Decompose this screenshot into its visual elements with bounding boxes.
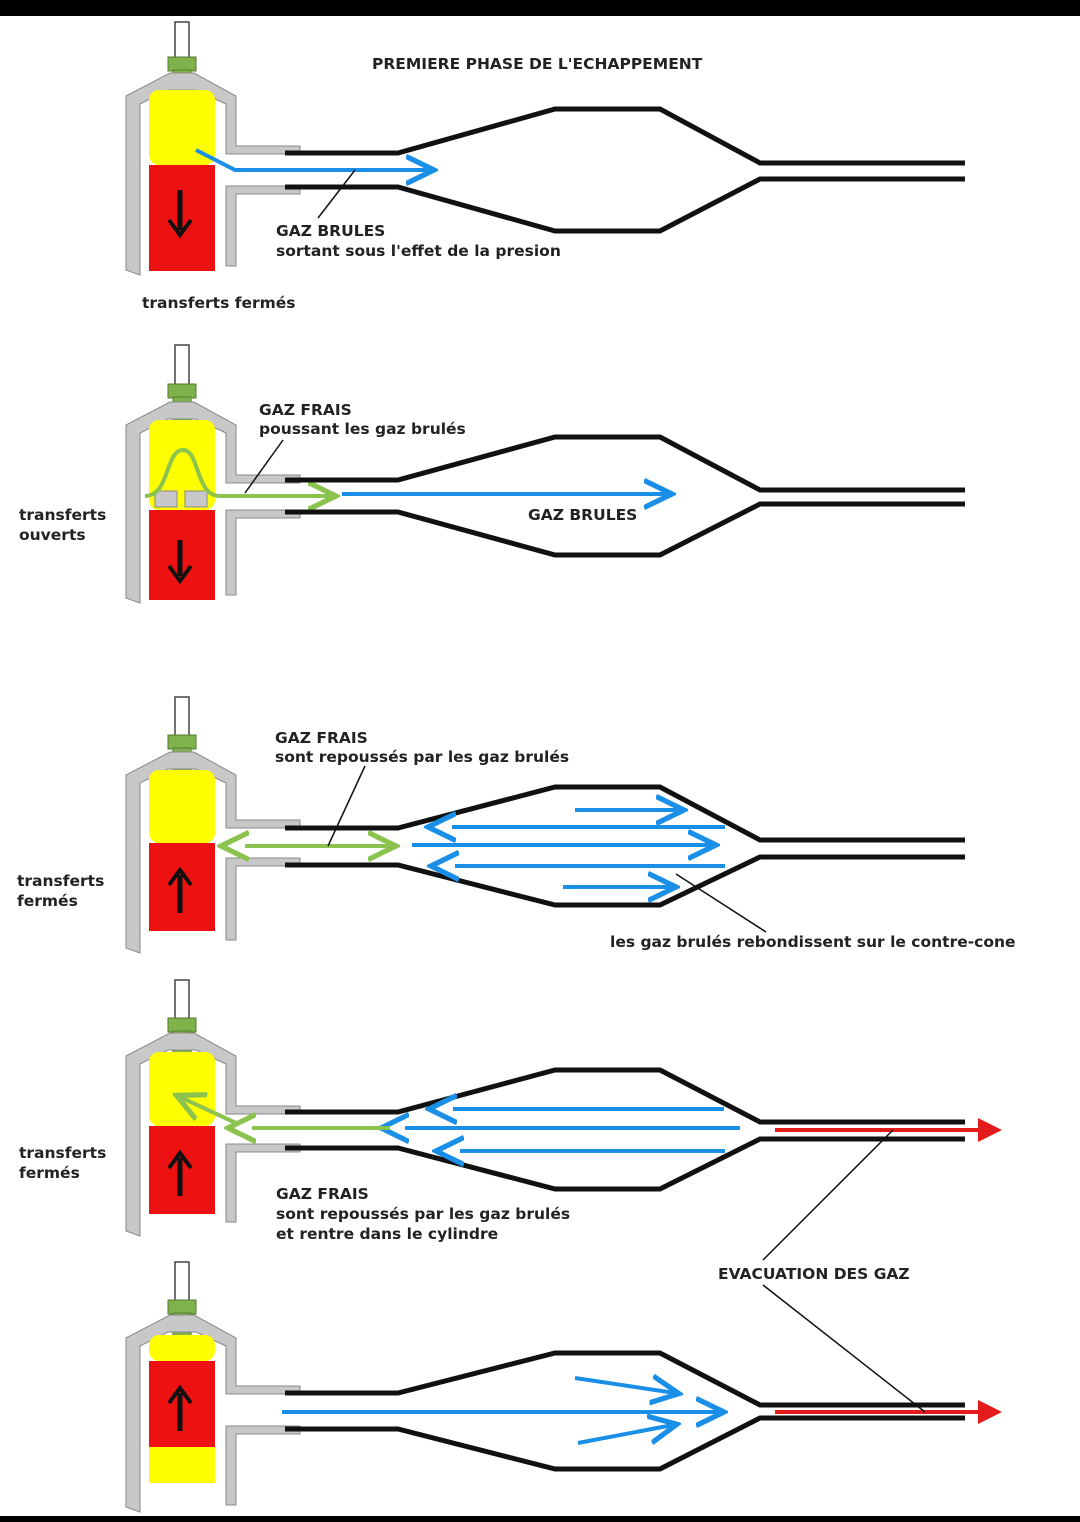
- label-gaz-brules-desc: sortant sous l'effet de la presion: [276, 242, 561, 260]
- transfer-state-label-2: ouverts: [19, 526, 86, 544]
- leader-line: [675, 873, 767, 933]
- label-gaz-frais-desc: sont repoussés par les gaz brulés: [276, 1205, 570, 1223]
- transfer-state-label-2: fermés: [19, 1164, 80, 1182]
- cylinder-wall: [125, 1314, 301, 1513]
- combustion-chamber: [149, 770, 215, 843]
- panel-phase-5: [125, 1261, 1002, 1513]
- cylinder-wall: [125, 751, 301, 954]
- piston-arrow-up: [167, 866, 193, 913]
- combustion-chamber: [149, 1052, 215, 1126]
- transfer-state-label: transferts fermés: [142, 294, 296, 312]
- transfer-port-right: [184, 490, 208, 508]
- label-gaz-frais-desc-2: et rentre dans le cylindre: [276, 1225, 498, 1243]
- label-gaz-brules: GAZ BRULES: [276, 222, 385, 240]
- cylinder-wall-lower: [225, 1425, 301, 1506]
- panel-phase-2: GAZ FRAIS poussant les gaz brulés GAZ BR…: [19, 344, 965, 604]
- cylinder-wall: [125, 72, 301, 276]
- leader-line: [762, 1284, 926, 1413]
- burnt-gas-arrow: [195, 148, 430, 170]
- panel-phase-3: GAZ FRAIS sont repoussés par les gaz bru…: [17, 696, 1016, 954]
- leader-line: [762, 1129, 894, 1261]
- piston-arrow-up: [167, 1149, 193, 1196]
- cylinder-wall-lower: [225, 1143, 301, 1223]
- label-gaz-frais-desc: poussant les gaz brulés: [259, 420, 466, 438]
- fresh-gas-arrow: [144, 447, 332, 496]
- cylinder-wall: [125, 401, 301, 604]
- crankcase-fresh-gas: [149, 1447, 215, 1483]
- transfer-state-label-1: transferts: [17, 872, 104, 890]
- transfer-state-label-2: fermés: [17, 892, 78, 910]
- diagram-title: PREMIERE PHASE DE L'ECHAPPEMENT: [372, 55, 703, 73]
- combustion-chamber: [149, 90, 215, 165]
- leader-line: [317, 169, 356, 219]
- expansion-chamber: [285, 784, 965, 908]
- panel-phase-4: GAZ FRAIS sont repoussés par les gaz bru…: [19, 979, 1002, 1283]
- leader-line: [327, 765, 366, 847]
- expansion-chamber: [285, 434, 965, 558]
- label-evacuation: EVACUATION DES GAZ: [718, 1265, 910, 1283]
- burnt-gas-arrow: [574, 1378, 675, 1393]
- expansion-chamber: [285, 1350, 965, 1472]
- combustion-chamber: [149, 1335, 215, 1361]
- label-gaz-frais: GAZ FRAIS: [259, 401, 352, 419]
- leader-line: [244, 439, 284, 494]
- piston-arrow-down: [167, 540, 193, 585]
- transfer-port-left: [154, 490, 178, 508]
- transfer-state-label-1: transferts: [19, 506, 106, 524]
- label-gaz-frais: GAZ FRAIS: [275, 729, 368, 747]
- piston-arrow-down: [167, 190, 193, 239]
- fresh-gas-return-arrow: [180, 1097, 237, 1125]
- label-gaz-brules: GAZ BRULES: [528, 506, 637, 524]
- transfer-state-label-1: transferts: [19, 1144, 106, 1162]
- combustion-chamber: [149, 420, 215, 510]
- label-gaz-frais-desc: sont repoussés par les gaz brulés: [275, 748, 569, 766]
- burnt-gas-arrow: [577, 1425, 673, 1445]
- expansion-chamber: [285, 106, 965, 234]
- expansion-chamber: [285, 1067, 965, 1192]
- piston-arrow-up: [167, 1384, 193, 1431]
- label-gaz-frais: GAZ FRAIS: [276, 1185, 369, 1203]
- label-rebound: les gaz brulés rebondissent sur le contr…: [610, 933, 1016, 951]
- panel-phase-1: GAZ BRULES sortant sous l'effet de la pr…: [125, 21, 965, 312]
